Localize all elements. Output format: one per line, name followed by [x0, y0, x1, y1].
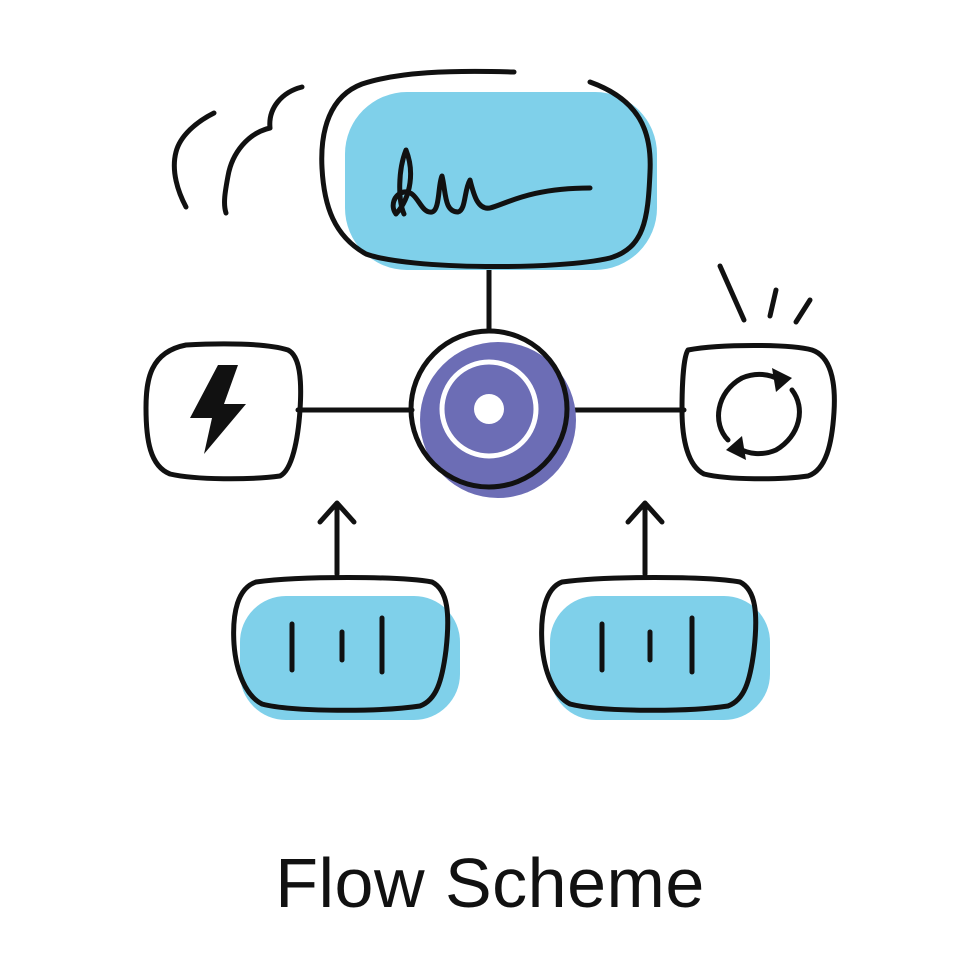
signature-icon — [390, 147, 593, 217]
caption-title: Flow Scheme — [275, 844, 705, 922]
server-rack-icon — [599, 615, 695, 675]
connector-lines — [295, 259, 687, 413]
refresh-icon — [716, 368, 802, 460]
scribble-decoration — [171, 84, 305, 216]
lightning-icon — [190, 365, 246, 454]
hub-node — [408, 328, 576, 498]
server-node-right — [539, 575, 770, 720]
arrow-up-left — [317, 500, 357, 577]
server-node-left — [231, 575, 460, 720]
alert-marks — [717, 263, 813, 325]
refresh-node — [679, 263, 837, 482]
signature-node — [319, 68, 657, 270]
lightning-node — [143, 341, 304, 482]
target-hub-icon — [474, 394, 504, 424]
arrow-up-right — [625, 500, 665, 577]
server-rack-icon — [289, 615, 385, 675]
